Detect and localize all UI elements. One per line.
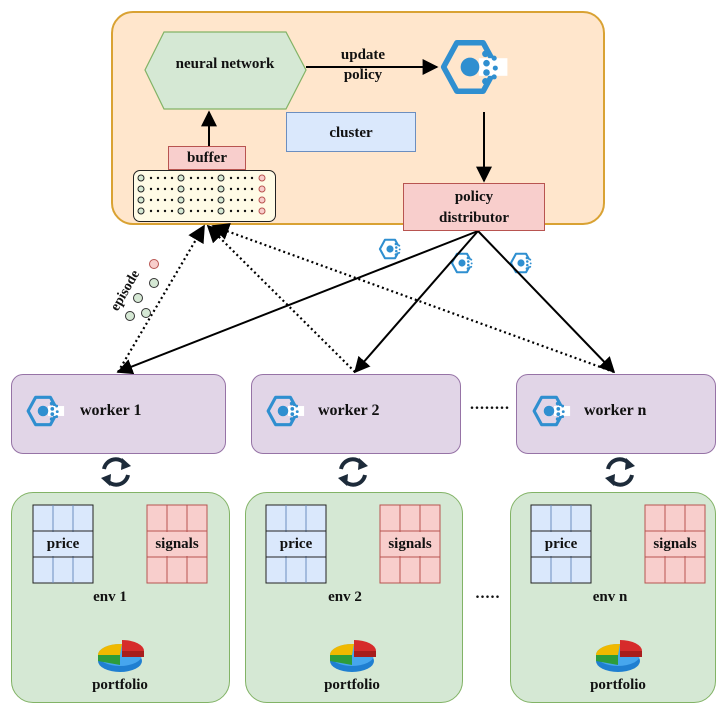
worker-2-label: worker 2 bbox=[318, 402, 380, 419]
neural-network-node bbox=[144, 31, 307, 110]
portfolio-label: portfolio bbox=[590, 677, 646, 693]
env-2-label: env 2 bbox=[328, 589, 362, 605]
signals-label: signals bbox=[388, 536, 432, 552]
episode-ball bbox=[141, 308, 151, 318]
env-ellipsis: ..... bbox=[475, 585, 501, 602]
policy-icon bbox=[378, 238, 406, 260]
buffer-label: buffer bbox=[168, 146, 246, 170]
cluster-label: cluster bbox=[286, 112, 416, 152]
worker-ellipsis: ........ bbox=[470, 396, 510, 413]
policy-distributor: policy distributor bbox=[403, 183, 545, 231]
price-label: price bbox=[46, 536, 80, 552]
cycle-arrows-icon bbox=[99, 456, 133, 488]
episode-ball bbox=[149, 278, 159, 288]
price-label: price bbox=[544, 536, 578, 552]
policy-icon bbox=[444, 43, 508, 91]
update-policy-label: update policy bbox=[340, 47, 386, 83]
cycle-arrows-icon bbox=[603, 456, 637, 488]
episode-ball bbox=[133, 293, 143, 303]
portfolio-label: portfolio bbox=[92, 677, 148, 693]
signals-label: signals bbox=[155, 536, 199, 552]
env-1-label: env 1 bbox=[93, 589, 127, 605]
portfolio-label: portfolio bbox=[324, 677, 380, 693]
buffer-grid bbox=[133, 170, 276, 222]
worker-1-label: worker 1 bbox=[80, 402, 142, 419]
price-label: price bbox=[279, 536, 313, 552]
neural-network-label: neural network bbox=[175, 56, 275, 72]
env-n-label: env n bbox=[592, 589, 628, 605]
signals-label: signals bbox=[653, 536, 697, 552]
worker-n-label: worker n bbox=[584, 402, 647, 419]
cycle-arrows-icon bbox=[336, 456, 370, 488]
episode-ball bbox=[125, 311, 135, 321]
episode-ball bbox=[149, 259, 159, 269]
